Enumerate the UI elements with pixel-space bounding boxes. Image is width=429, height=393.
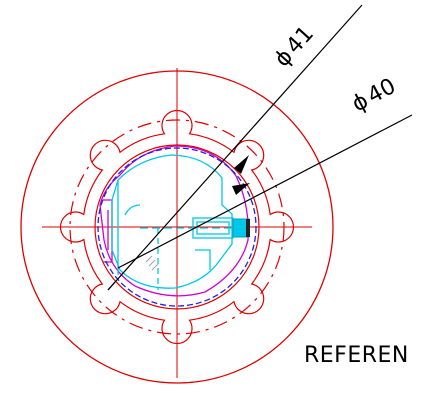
key-tab-shadow — [246, 219, 250, 237]
blue-dashed-contour — [97, 147, 257, 307]
magenta-body — [99, 145, 249, 297]
cyan-arc-left — [124, 204, 141, 216]
part-cyan-geometry — [111, 154, 246, 290]
lobe-ring — [59, 109, 295, 345]
dimension-41-label: ϕ41 — [270, 21, 319, 72]
dimension-leaders — [107, 4, 413, 291]
leader-41-tail — [107, 281, 116, 291]
cyan-step — [195, 249, 211, 270]
arrowhead-41 — [234, 155, 249, 174]
reference-label: REFEREN — [304, 343, 409, 368]
cyan-body — [111, 154, 233, 289]
hatch-detail — [145, 255, 159, 271]
lobe-outline — [59, 109, 295, 345]
arrowhead-40 — [232, 183, 250, 195]
leader-41 — [107, 4, 363, 291]
centerlines — [42, 68, 312, 378]
leader-40 — [117, 114, 413, 269]
dimension-40-label: ϕ40 — [348, 74, 400, 117]
